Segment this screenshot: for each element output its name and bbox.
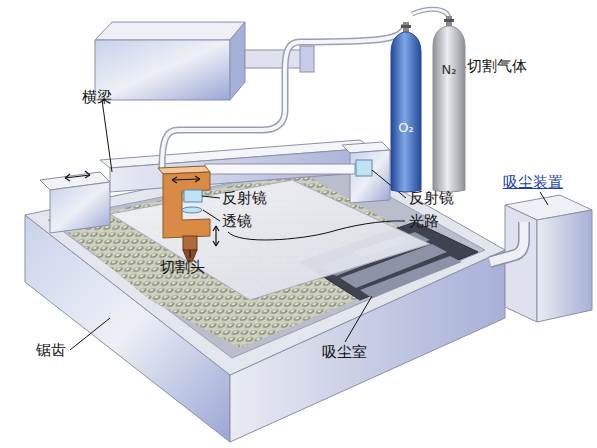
cylinder-shape xyxy=(390,22,422,194)
cylinder-body xyxy=(391,32,421,192)
gas-formula: N₂ xyxy=(432,62,466,77)
part-label: 横梁 xyxy=(82,88,112,106)
dust-collector xyxy=(490,195,592,322)
cutting-head xyxy=(158,166,219,262)
cylinder-body xyxy=(433,26,465,192)
part-label: 切割气体 xyxy=(467,57,527,75)
light-path-tube xyxy=(205,164,355,174)
part-label: 吸尘装置 xyxy=(503,173,563,191)
part-label: 吸尘室 xyxy=(322,343,367,361)
cutting-table xyxy=(25,150,505,442)
part-label: 透镜 xyxy=(222,212,252,230)
part-label: 光路 xyxy=(409,212,439,230)
part-label: 反射镜 xyxy=(409,189,454,207)
part-label: 切割头 xyxy=(160,258,205,276)
gas-cylinder: O₂ xyxy=(390,22,422,194)
gantry-beam xyxy=(40,140,390,233)
leader-lines xyxy=(70,67,548,350)
cylinder-shape xyxy=(432,16,466,194)
cylinder-valve xyxy=(401,25,411,28)
part-label: 反射镜 xyxy=(222,189,267,207)
laser-generator xyxy=(95,22,314,100)
gas-formula: O₂ xyxy=(390,120,422,135)
gas-cylinder: N₂ xyxy=(432,16,466,194)
part-label: 锯齿 xyxy=(36,341,66,359)
cylinder-valve xyxy=(444,19,454,22)
